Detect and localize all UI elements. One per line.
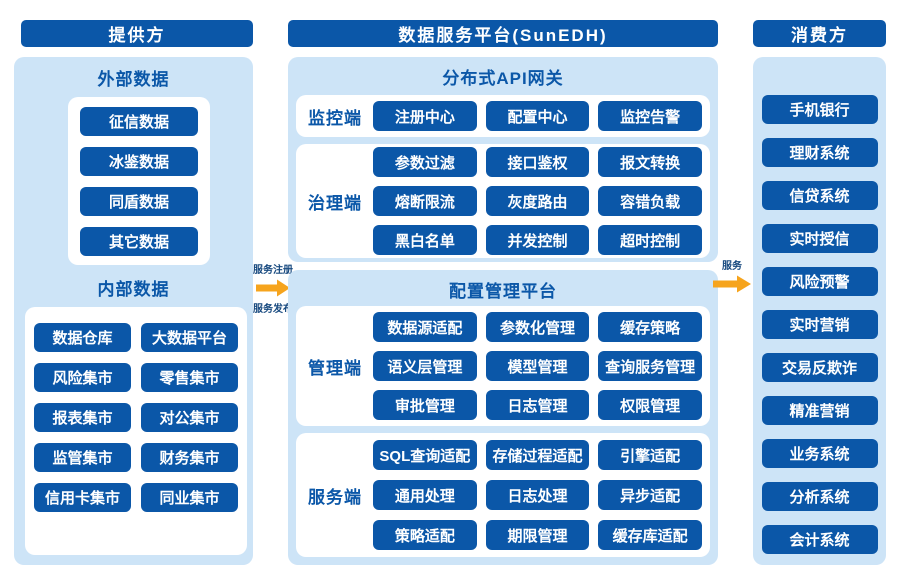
management-item: 权限管理	[598, 390, 702, 420]
provider-panel: 外部数据 征信数据 冰鉴数据 同盾数据 其它数据 内部数据 数据仓库 大数据平台…	[14, 57, 253, 565]
external-data-item: 同盾数据	[80, 187, 198, 216]
service-item: 存储过程适配	[485, 440, 590, 470]
internal-data-item: 风险集市	[34, 363, 131, 392]
internal-data-item: 监管集市	[34, 443, 131, 472]
internal-data-item: 信用卡集市	[34, 483, 131, 512]
right-arrow-icon	[713, 275, 751, 293]
governance-group-grid: 参数过滤 接口鉴权 报文转换 熔断限流 灰度路由 容错负载 黑白名单 并发控制 …	[373, 144, 710, 258]
service-group-grid: SQL查询适配 存储过程适配 引擎适配 通用处理 日志处理 异步适配 策略适配 …	[373, 433, 710, 557]
governance-item: 接口鉴权	[485, 147, 590, 177]
internal-data-item: 零售集市	[141, 363, 238, 392]
service-register-publish-arrow: 服务注册 服务发布	[250, 261, 296, 315]
consumer-item: 业务系统	[761, 439, 878, 468]
management-group-label: 管理端	[308, 358, 362, 378]
governance-item: 并发控制	[485, 225, 590, 255]
service-item: 策略适配	[373, 520, 477, 550]
api-gateway-panel: 分布式API网关 监控端 注册中心 配置中心 监控告警 治理端 参数过滤 接口鉴…	[288, 57, 718, 262]
monitoring-group-box: 监控端 注册中心 配置中心 监控告警	[296, 95, 710, 137]
governance-item: 容错负载	[598, 186, 702, 216]
governance-item: 熔断限流	[373, 186, 477, 216]
internal-data-item: 同业集市	[141, 483, 238, 512]
consumer-item: 风险预警	[761, 267, 878, 296]
governance-group-label: 治理端	[308, 193, 362, 213]
monitoring-item: 监控告警	[598, 101, 702, 131]
service-item: 期限管理	[485, 520, 590, 550]
service-item: 异步适配	[598, 480, 702, 510]
management-item: 查询服务管理	[598, 351, 702, 381]
config-management-title: 配置管理平台	[449, 282, 557, 301]
external-data-item: 其它数据	[80, 227, 198, 256]
service-publish-label: 服务发布	[253, 304, 293, 315]
service-item: SQL查询适配	[373, 440, 477, 470]
governance-group-box: 治理端 参数过滤 接口鉴权 报文转换 熔断限流 灰度路由 容错负载 黑白名单 并…	[296, 144, 710, 258]
consumer-header: 消费方	[753, 20, 886, 47]
management-item: 缓存策略	[598, 312, 702, 342]
api-gateway-title: 分布式API网关	[442, 69, 564, 88]
service-label: 服务	[722, 261, 742, 272]
management-item: 数据源适配	[373, 312, 477, 342]
management-item: 日志管理	[485, 390, 590, 420]
consumer-item: 会计系统	[761, 525, 878, 554]
governance-item: 超时控制	[598, 225, 702, 255]
governance-item: 黑白名单	[373, 225, 477, 255]
service-item: 日志处理	[485, 480, 590, 510]
external-data-title: 外部数据	[97, 70, 170, 89]
consumer-item: 理财系统	[761, 138, 878, 167]
monitoring-item: 配置中心	[485, 101, 590, 131]
external-data-item: 征信数据	[80, 107, 198, 136]
monitoring-group-label: 监控端	[308, 108, 362, 128]
governance-item: 报文转换	[598, 147, 702, 177]
external-data-box: 征信数据 冰鉴数据 同盾数据 其它数据	[68, 97, 210, 265]
provider-header: 提供方	[21, 20, 253, 47]
governance-item: 灰度路由	[485, 186, 590, 216]
internal-data-title: 内部数据	[97, 280, 170, 299]
external-data-item: 冰鉴数据	[80, 147, 198, 176]
service-item: 缓存库适配	[598, 520, 702, 550]
consumer-panel: 手机银行 理财系统 信贷系统 实时授信 风险预警 实时营销 交易反欺诈 精准营销…	[753, 57, 886, 565]
management-item: 模型管理	[485, 351, 590, 381]
management-group-grid: 数据源适配 参数化管理 缓存策略 语义层管理 模型管理 查询服务管理 审批管理 …	[373, 306, 710, 426]
consumer-item: 信贷系统	[761, 181, 878, 210]
consumer-item: 实时授信	[761, 224, 878, 253]
management-item: 语义层管理	[373, 351, 477, 381]
right-arrow-icon	[256, 279, 290, 297]
consumer-item: 交易反欺诈	[761, 353, 878, 382]
monitoring-group-grid: 注册中心 配置中心 监控告警	[373, 95, 710, 137]
management-item: 参数化管理	[485, 312, 590, 342]
internal-data-item: 财务集市	[141, 443, 238, 472]
consumer-item: 精准营销	[761, 396, 878, 425]
service-group-label: 服务端	[308, 487, 362, 507]
management-item: 审批管理	[373, 390, 477, 420]
management-group-box: 管理端 数据源适配 参数化管理 缓存策略 语义层管理 模型管理 查询服务管理 审…	[296, 306, 710, 426]
monitoring-item: 注册中心	[373, 101, 477, 131]
internal-data-item: 数据仓库	[34, 323, 131, 352]
service-group-box: 服务端 SQL查询适配 存储过程适配 引擎适配 通用处理 日志处理 异步适配 策…	[296, 433, 710, 557]
service-arrow: 服务	[712, 257, 752, 293]
governance-item: 参数过滤	[373, 147, 477, 177]
consumer-item: 实时营销	[761, 310, 878, 339]
internal-data-item: 对公集市	[141, 403, 238, 432]
internal-data-item: 大数据平台	[141, 323, 238, 352]
config-management-panel: 配置管理平台 管理端 数据源适配 参数化管理 缓存策略 语义层管理 模型管理 查…	[288, 270, 718, 565]
consumer-item: 手机银行	[761, 95, 878, 124]
service-item: 通用处理	[373, 480, 477, 510]
internal-data-box: 数据仓库 大数据平台 风险集市 零售集市 报表集市 对公集市 监管集市 财务集市…	[25, 307, 247, 555]
service-item: 引擎适配	[598, 440, 702, 470]
platform-header: 数据服务平台(SunEDH)	[288, 20, 718, 47]
internal-data-item: 报表集市	[34, 403, 131, 432]
service-register-label: 服务注册	[253, 265, 293, 276]
consumer-item: 分析系统	[761, 482, 878, 511]
